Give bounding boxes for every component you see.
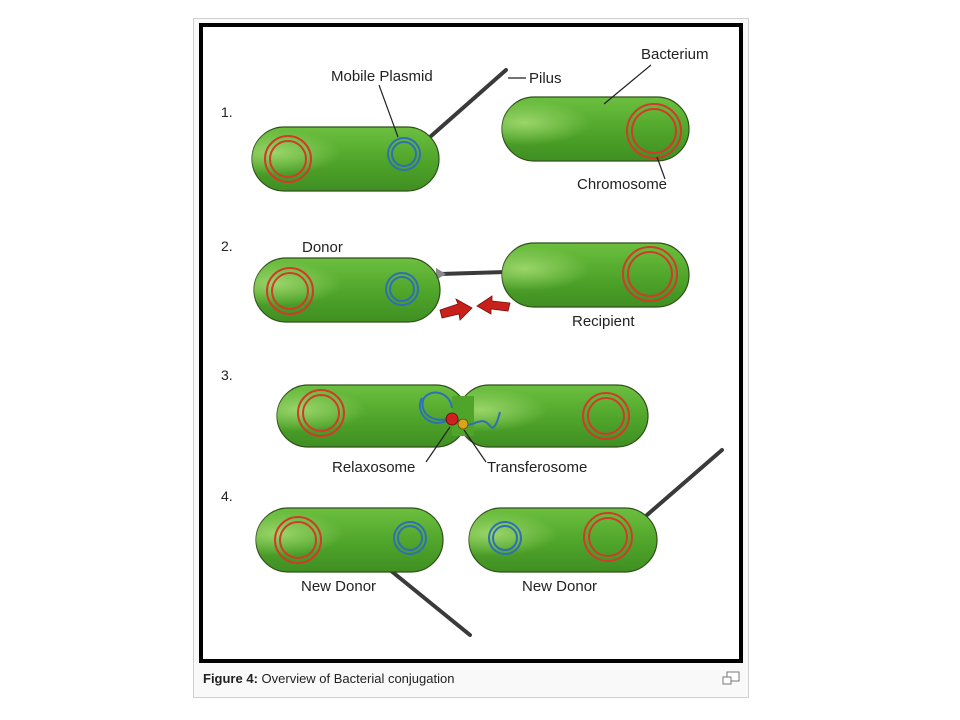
plasmid-transfer-strand: [421, 391, 453, 421]
new-donor-label-right: New Donor: [522, 578, 597, 595]
new-donor-label-left: New Donor: [301, 578, 376, 595]
relaxosome-label: Relaxosome: [332, 459, 415, 476]
step-4-number: 4.: [221, 488, 233, 504]
arrow-right-icon: [439, 298, 473, 321]
mobile-plasmid-label: Mobile Plasmid: [331, 68, 433, 85]
relaxosome-complex: [445, 412, 459, 426]
chromosome-leader: [656, 156, 666, 180]
conjugation-diagram: 1. 2. 3. 4. Mobile Plasmid Pilus Bacteri…: [199, 23, 743, 663]
new-donor-cell-left: [255, 507, 444, 573]
bacterium-label: Bacterium: [641, 46, 709, 63]
pilus-step2-tip: [436, 268, 446, 280]
magnify-clip-icon[interactable]: [721, 671, 741, 687]
recipient-cell-step1: [501, 96, 690, 162]
donor-cell-step1: [251, 126, 440, 192]
step-1-number: 1.: [221, 104, 233, 120]
transferosome-complex: [457, 418, 469, 430]
mobile-plasmid-ring: [387, 137, 421, 171]
chromosome-label: Chromosome: [577, 176, 667, 193]
recipient-label: Recipient: [572, 313, 635, 330]
pilus-step4-left: [388, 568, 472, 637]
pilus-step1: [428, 68, 508, 139]
transferosome-label: Transferosome: [487, 459, 587, 476]
figure-caption: Figure 4: Overview of Bacterial conjugat…: [203, 671, 454, 686]
conjugating-cells-step3: [276, 384, 649, 448]
bacterium-leader: [603, 64, 652, 105]
recipient-cell-step2: [501, 242, 690, 308]
arrow-left-icon: [476, 295, 511, 315]
pilus-step2: [438, 270, 508, 276]
new-donor-cell-right: [468, 507, 658, 573]
donor-cell-step2: [253, 257, 441, 323]
donor-label: Donor: [302, 239, 343, 256]
step-3-number: 3.: [221, 367, 233, 383]
chromosome-ring: [264, 135, 312, 183]
figure-caption-text: Overview of Bacterial conjugation: [257, 671, 455, 686]
figure-caption-label: Figure 4:: [203, 671, 258, 686]
pilus-label: Pilus: [529, 70, 562, 87]
pilus-step4-right: [645, 448, 724, 517]
relaxosome-leader: [425, 426, 451, 463]
mobile-plasmid-leader: [378, 84, 399, 138]
step-2-number: 2.: [221, 238, 233, 254]
transferosome-leader: [463, 429, 487, 463]
